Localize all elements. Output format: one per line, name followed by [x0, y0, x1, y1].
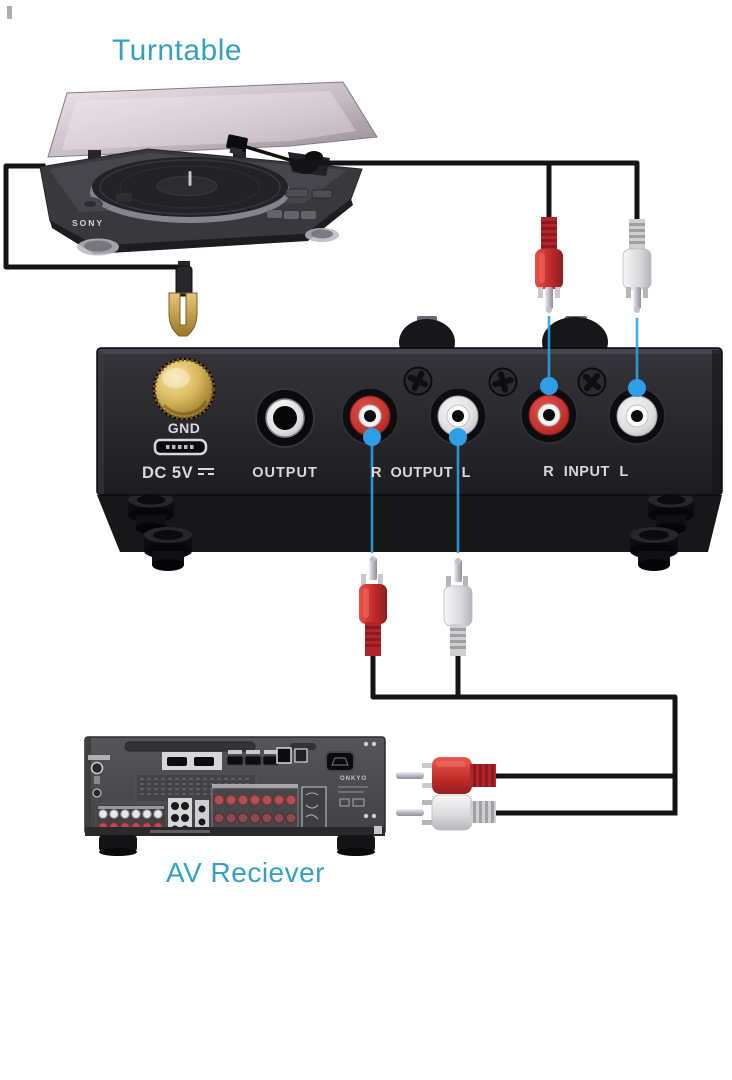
rca-plug-white-input [622, 219, 652, 313]
av-receiver-illustration [84, 736, 386, 856]
output-label: OUTPUT [252, 465, 318, 481]
preamp-underside [97, 495, 722, 552]
spindle [188, 171, 192, 186]
rca-output-right-jack [341, 387, 399, 445]
receiver-speaker-terminals [211, 784, 299, 833]
turntable-illustration [39, 81, 378, 256]
turntable-controls [77, 188, 333, 219]
output-jack-6-35mm [255, 388, 315, 448]
panel-screw-icon [403, 366, 433, 396]
rca-plug-red-to-receiver [396, 757, 496, 794]
rca-plug-red-output [359, 556, 387, 656]
connection-markers [363, 316, 646, 553]
receiver-cert-marks [338, 786, 368, 807]
receiver-wiring-diagram-box [301, 786, 327, 832]
dc-5v-label: DC 5V [142, 464, 215, 482]
panel-screw-icon [488, 367, 518, 397]
receiver-antenna-jacks [88, 755, 110, 798]
dc-5v-text: DC 5V [142, 464, 194, 482]
receiver-base [85, 827, 385, 836]
gnd-terminal [152, 357, 216, 421]
receiver-usb-port [294, 748, 308, 763]
av-receiver-label: AV Reciever [165, 857, 326, 888]
rca-input-label: R INPUT L [543, 464, 629, 480]
gnd-label: GND [167, 420, 201, 436]
receiver-ac-inlet [325, 751, 355, 772]
preamp-foot [144, 527, 192, 571]
turntable-brand: SONY [72, 218, 105, 228]
turntable-signal-cable [289, 160, 640, 224]
rca-plug-white-to-receiver [396, 794, 496, 831]
dc-symbol-icon [198, 467, 215, 475]
platter [90, 157, 290, 223]
receiver-feet [99, 835, 375, 856]
receiver-hdmi-ports [162, 750, 280, 770]
receiver-brand: ONKYO [340, 776, 368, 782]
ground-spade-lug [168, 261, 198, 337]
phono-preamp [96, 316, 723, 571]
rca-output-label: R OUTPUT L [371, 465, 471, 481]
preamp-foot [630, 527, 678, 571]
rca-input-left-jack [608, 387, 666, 445]
rca-plug-red-input [535, 217, 563, 313]
output-cable [370, 649, 678, 816]
preamp-face [96, 347, 723, 496]
rca-plug-white-output [443, 558, 473, 656]
rca-output-left-jack [429, 387, 487, 445]
turntable-label: Turntable [111, 34, 243, 67]
turntable-feet [77, 228, 339, 256]
rca-input-right-jack [520, 386, 578, 444]
receiver-screw-dots [363, 741, 377, 819]
receiver-ethernet-port [276, 747, 292, 764]
dc-power-port [153, 438, 208, 456]
photo-artifact [7, 6, 12, 19]
panel-screw-icon [577, 367, 607, 397]
